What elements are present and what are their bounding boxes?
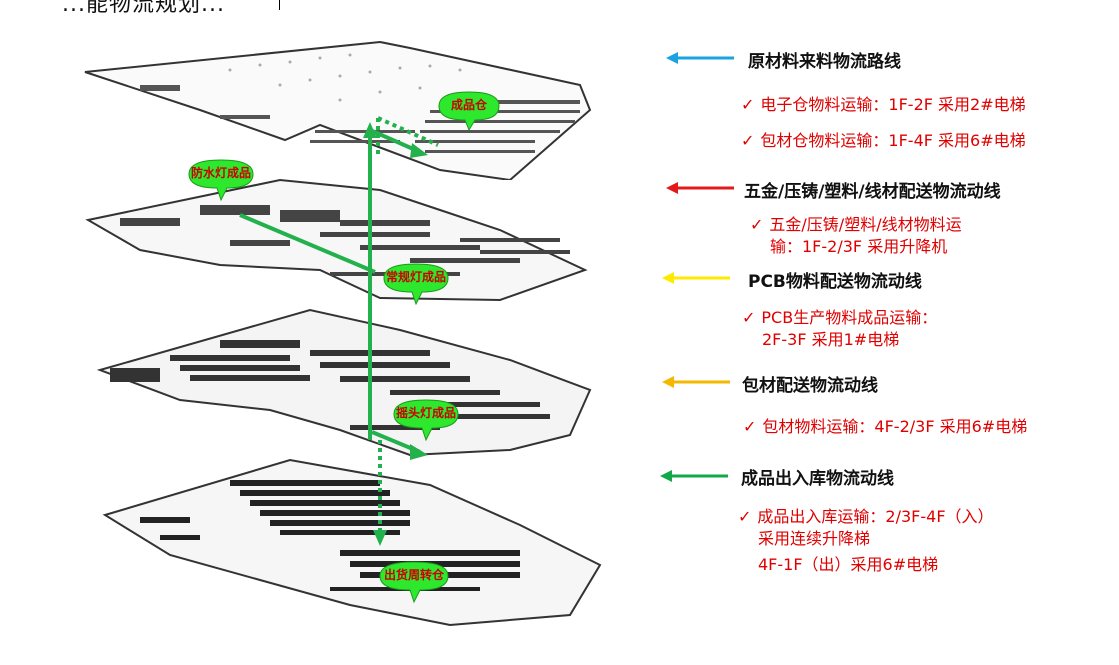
pin-regular-lamp-finished: 常规灯成品 xyxy=(380,262,452,306)
pin-shipping-transit-warehouse: 出货周转仓 xyxy=(376,560,452,604)
pin-label: 出货周转仓 xyxy=(383,568,444,582)
legend-note: ✓包材物料运输：4F-2/3F 采用6#电梯 xyxy=(743,417,1028,436)
legend-title-packaging: 包材配送物流动线 xyxy=(742,376,878,396)
legend-title-hardware: 五金/压铸/塑料/线材配送物流动线 xyxy=(744,182,1001,202)
legend-note: ✓PCB生产物料成品运输： xyxy=(742,308,938,327)
floor-4-plan xyxy=(80,30,600,180)
legend-note-cont: 输：1F-2/3F 采用升降机 xyxy=(770,237,948,256)
legend-note-cont: 4F-1F（出）采用6#电梯 xyxy=(758,555,939,574)
arrow-left-icon xyxy=(660,470,728,482)
pin-waterproof-lamp-finished: 防水灯成品 xyxy=(185,158,257,202)
arrow-left-icon xyxy=(662,272,730,284)
pin-shaking-lamp-finished: 摇头灯成品 xyxy=(390,398,462,442)
finished-goods-route xyxy=(239,116,439,546)
pin-finished-goods-warehouse: 成品仓 xyxy=(435,90,503,130)
arrow-left-icon xyxy=(662,376,730,388)
legend-title-raw-material: 原材料来料物流路线 xyxy=(748,52,901,72)
pin-label: 摇头灯成品 xyxy=(395,406,456,420)
pin-label: 常规灯成品 xyxy=(385,270,446,284)
arrow-left-icon xyxy=(666,182,734,194)
legend-title-finished-goods: 成品出入库物流动线 xyxy=(741,469,894,489)
pin-label: 防水灯成品 xyxy=(190,166,251,180)
legend-note-cont: 2F-3F 采用1#电梯 xyxy=(762,330,900,349)
legend-note: ✓电子仓物料运输：1F-2F 采用2#电梯 xyxy=(741,95,1026,114)
floor-plan-stack: 成品仓 防水灯成品 常规灯成品 摇头灯成品 出货周转仓 xyxy=(80,30,602,627)
legend-title-pcb: PCB物料配送物流动线 xyxy=(748,272,922,292)
floor-3-plan xyxy=(80,150,600,310)
legend-note: ✓成品出入库运输：2/3F-4F（入） xyxy=(738,507,994,526)
text-cursor xyxy=(279,0,280,10)
pin-label: 成品仓 xyxy=(450,98,487,112)
legend-note: ✓包材仓物料运输：1F-4F 采用6#电梯 xyxy=(741,131,1026,150)
arrow-left-icon xyxy=(666,52,734,64)
header-fragment: ...能物流规划... xyxy=(62,0,225,17)
legend-note: ✓五金/压铸/塑料/线材物料运 xyxy=(750,215,962,234)
legend-note-cont: 采用连续升降梯 xyxy=(758,529,871,548)
